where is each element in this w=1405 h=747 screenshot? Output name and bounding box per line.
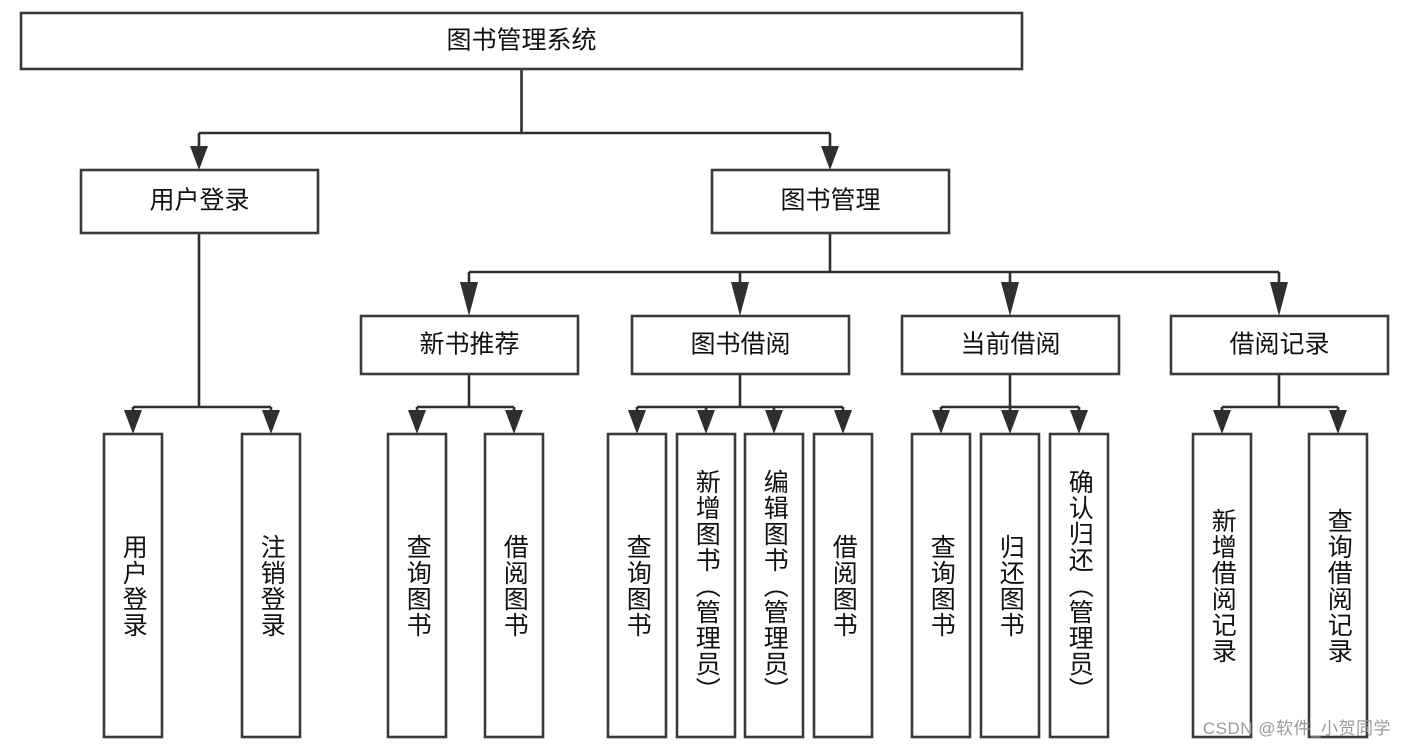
node-new-book-rec-label: 新书推荐 bbox=[419, 331, 519, 359]
leaf-box-add-record[interactable] bbox=[1191, 432, 1253, 739]
leaf-box-borrow-book-2[interactable] bbox=[812, 432, 874, 739]
arrow-head-leaf-query-record bbox=[1329, 410, 1347, 434]
arrow-head-user-login bbox=[190, 146, 208, 170]
node-borrow-record-box[interactable] bbox=[1169, 314, 1390, 376]
connector-group bbox=[124, 69, 1347, 434]
arrow-head-leaf-query-book-3 bbox=[932, 410, 950, 434]
node-root-box[interactable] bbox=[19, 11, 1024, 71]
arrow-head-book-borrow bbox=[731, 282, 749, 316]
leaf-box-user-logout[interactable] bbox=[240, 432, 302, 739]
leaf-box-borrow-book-1[interactable] bbox=[483, 432, 545, 739]
arrow-head-borrow-record bbox=[1270, 282, 1288, 316]
node-book-borrow-label: 图书借阅 bbox=[690, 331, 790, 359]
arrow-head-leaf-return-book bbox=[1001, 410, 1019, 434]
node-current-borrow[interactable]: 当前借阅 bbox=[900, 314, 1121, 376]
leaf-box-user-login[interactable] bbox=[102, 432, 164, 739]
arrow-head-leaf-edit-book bbox=[765, 410, 783, 434]
node-new-book-rec[interactable]: 新书推荐 bbox=[359, 314, 580, 376]
node-user-login-box[interactable] bbox=[79, 168, 320, 235]
node-book-manage-box[interactable] bbox=[710, 168, 951, 235]
arrow-head-leaf-add-record bbox=[1213, 410, 1231, 434]
arrow-head-leaf-query-book-1 bbox=[408, 410, 426, 434]
leaf-box-query-book-2[interactable] bbox=[606, 432, 668, 739]
arrow-head-leaf-user-logout bbox=[262, 410, 280, 434]
leaf-box-query-record[interactable] bbox=[1307, 432, 1369, 739]
node-book-manage-label: 图书管理 bbox=[780, 187, 880, 215]
arrow-head-leaf-confirm-return bbox=[1070, 410, 1088, 434]
node-user-login[interactable]: 用户登录 bbox=[79, 168, 320, 235]
leaf-box-add-book[interactable] bbox=[675, 432, 737, 739]
arrow-head-current-borrow bbox=[1001, 282, 1019, 316]
arrow-head-book-manage bbox=[821, 146, 839, 170]
watermark-text: CSDN @软件_小贺同学 bbox=[1202, 719, 1391, 738]
leaf-box-confirm-return[interactable] bbox=[1048, 432, 1110, 739]
node-new-book-rec-box[interactable] bbox=[359, 314, 580, 376]
arrow-head-leaf-user-login bbox=[124, 410, 142, 434]
arrow-head-leaf-borrow-book-1 bbox=[505, 410, 523, 434]
node-user-login-label: 用户登录 bbox=[149, 187, 249, 215]
arrow-head-leaf-add-book bbox=[697, 410, 715, 434]
node-book-borrow[interactable]: 图书借阅 bbox=[630, 314, 851, 376]
node-current-borrow-box[interactable] bbox=[900, 314, 1121, 376]
leaf-box-query-book-1[interactable] bbox=[386, 432, 448, 739]
node-root[interactable]: 图书管理系统 bbox=[19, 11, 1024, 71]
arrow-head-leaf-query-book-2 bbox=[628, 410, 646, 434]
leaf-box-group bbox=[102, 432, 1369, 739]
node-book-borrow-box[interactable] bbox=[630, 314, 851, 376]
node-borrow-record[interactable]: 借阅记录 bbox=[1169, 314, 1390, 376]
leaf-box-edit-book[interactable] bbox=[743, 432, 805, 739]
arrow-head-new-book-rec bbox=[460, 282, 478, 316]
arrow-head-leaf-borrow-book-2 bbox=[834, 410, 852, 434]
node-current-borrow-label: 当前借阅 bbox=[960, 331, 1060, 359]
node-borrow-record-label: 借阅记录 bbox=[1229, 331, 1329, 359]
leaf-box-query-book-3[interactable] bbox=[910, 432, 972, 739]
node-root-label: 图书管理系统 bbox=[446, 27, 596, 55]
leaf-box-return-book[interactable] bbox=[979, 432, 1041, 739]
node-book-manage[interactable]: 图书管理 bbox=[710, 168, 951, 235]
